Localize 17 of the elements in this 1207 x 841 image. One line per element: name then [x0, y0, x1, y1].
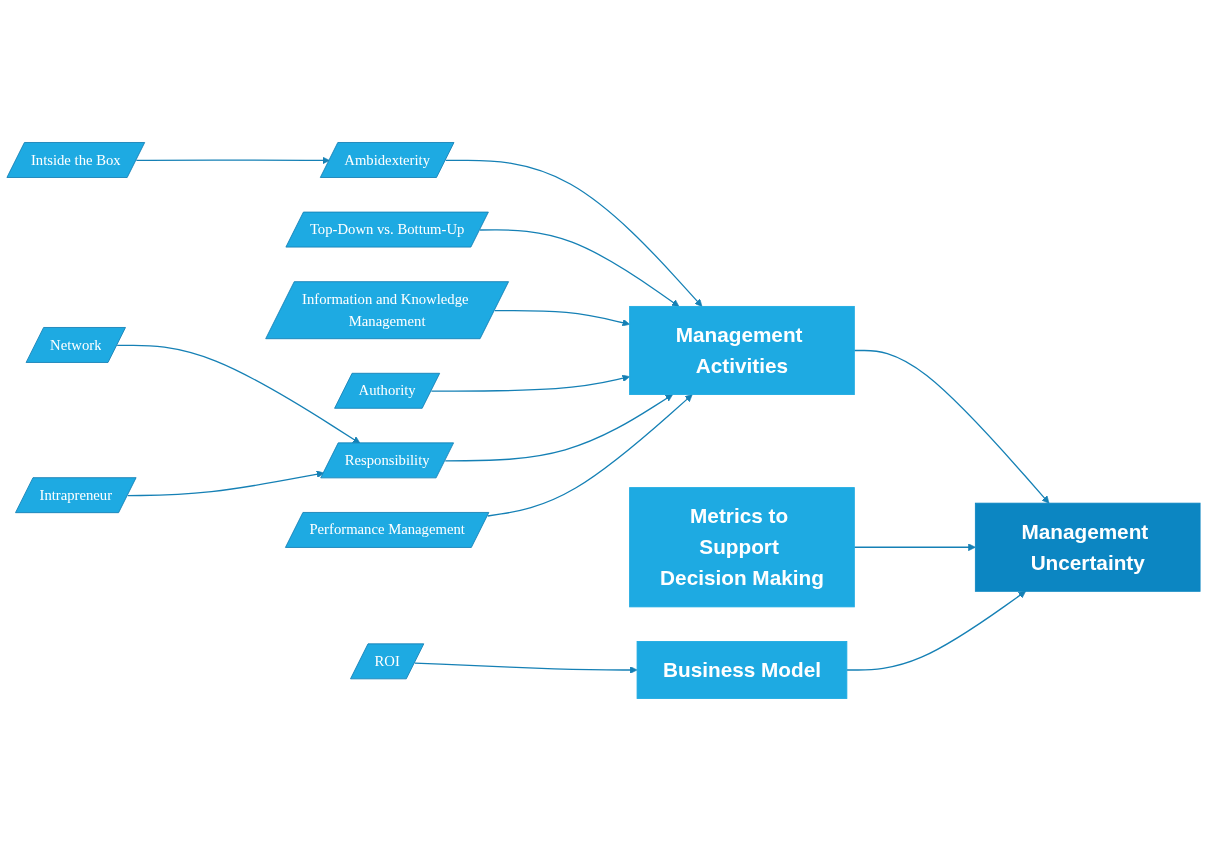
- arrow: [445, 159, 703, 307]
- node-box: [636, 641, 848, 699]
- arrow: [116, 344, 361, 444]
- arrow: [846, 591, 1026, 671]
- node-box: [974, 502, 1201, 592]
- node-box: [629, 487, 855, 608]
- node-box: [629, 305, 855, 395]
- arrow: [494, 309, 630, 327]
- arrow: [479, 229, 680, 307]
- arrow: [853, 543, 976, 552]
- arrow: [414, 662, 638, 674]
- arrow: [853, 349, 1050, 504]
- arrow: [135, 156, 330, 165]
- arrow: [127, 470, 325, 497]
- arrow: [444, 394, 673, 462]
- arrow: [487, 394, 693, 517]
- arrow: [430, 374, 630, 392]
